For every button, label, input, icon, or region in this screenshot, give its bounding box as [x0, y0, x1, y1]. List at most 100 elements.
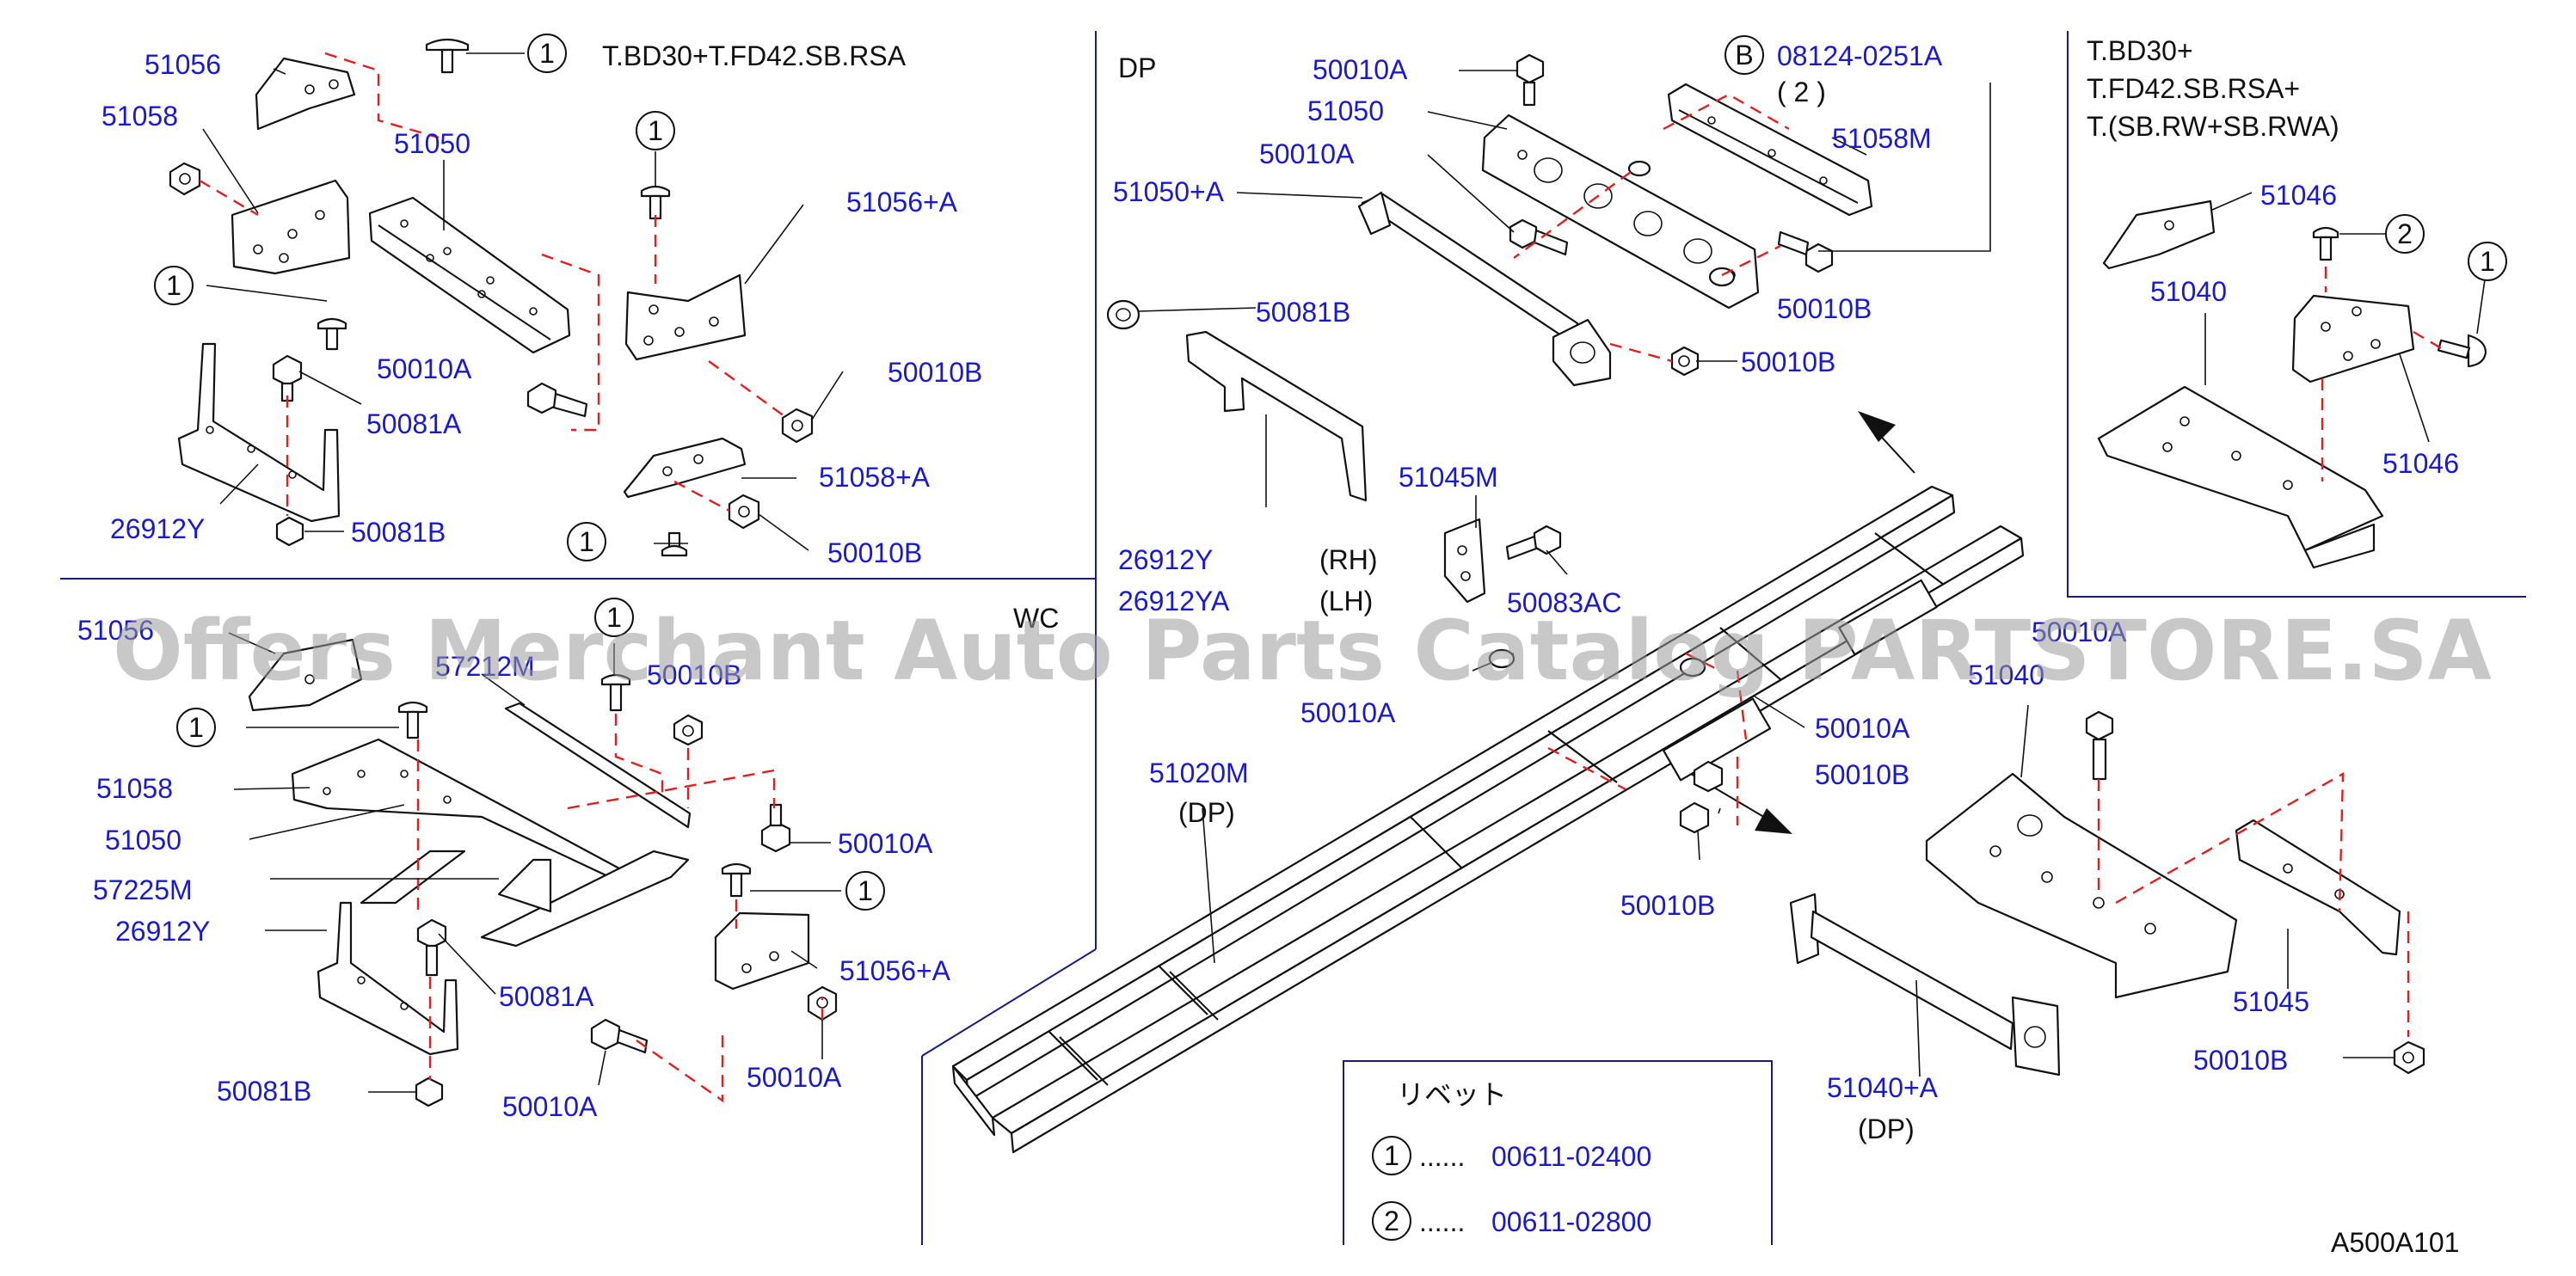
callout-qty-2: ( 2 ): [1777, 77, 1826, 107]
circle-ref-1-tl-a: 1: [527, 34, 567, 73]
callout-50010a-br: 50010A: [2032, 617, 2127, 647]
callout-50010b-c-3: 50010B: [1815, 759, 1909, 790]
svg-text:......: ......: [1419, 1141, 1465, 1172]
callout-51050a: 51050+A: [1113, 176, 1225, 207]
section-dividers: [60, 31, 2526, 1245]
callout-51058a-tl: 51058+A: [819, 462, 931, 493]
circle-ref-2-r: 2: [2385, 214, 2425, 254]
callout-26912ya: 26912YA: [1118, 586, 1230, 617]
callout-rh: (RH): [1319, 544, 1378, 575]
section-title-right-1: T.BD30+: [2087, 35, 2193, 66]
circle-ref-1-tl-c: 1: [154, 266, 194, 305]
callout-50081b-c: 50081B: [1256, 297, 1350, 328]
svg-text:2: 2: [2397, 218, 2413, 249]
callout-51045m: 51045M: [1399, 462, 1498, 493]
callout-50081b-wc: 50081B: [217, 1076, 311, 1107]
callout-50010a-wc-b: 50010A: [502, 1091, 598, 1122]
frame-fasteners: [1488, 648, 1724, 834]
legend-part-2: 00611-02800: [1491, 1206, 1651, 1237]
callout-50081a-tl: 50081A: [366, 408, 462, 439]
callout-51020m: 51020M: [1149, 758, 1249, 788]
section-title-dp: DP: [1118, 52, 1156, 83]
rivet-legend: リベット 1 ...... 00611-02400 2 ...... 00611…: [1372, 1079, 1651, 1241]
svg-text:1: 1: [1384, 1140, 1399, 1171]
callout-51040-r: 51040: [2150, 276, 2227, 307]
callout-50010b-tl-2: 50010B: [827, 537, 922, 568]
circle-ref-b: B: [1725, 35, 1764, 75]
callout-50083ac: 50083AC: [1507, 587, 1621, 618]
callout-50010a-wc-r: 50010A: [838, 828, 933, 859]
svg-text:1: 1: [188, 712, 204, 743]
callout-50010a-c-2: 50010A: [1259, 138, 1355, 169]
right-assembly: [2097, 192, 2488, 569]
center-assembly: [951, 53, 2025, 1154]
callout-26912y-wc: 26912Y: [115, 916, 210, 947]
callout-51050-wc: 51050: [105, 825, 181, 856]
callout-57225m-wc: 57225M: [93, 874, 193, 905]
circle-ref-1-tl-b: 1: [636, 111, 675, 150]
callout-51040a-br: 51040+A: [1827, 1072, 1939, 1103]
callout-50010a-tl: 50010A: [377, 353, 472, 384]
callout-51045-br: 51045: [2233, 986, 2309, 1017]
svg-text:B: B: [1735, 40, 1753, 71]
callout-51056-tl: 51056: [144, 49, 221, 80]
callout-lh: (LH): [1319, 586, 1373, 617]
svg-text:1: 1: [648, 115, 663, 146]
callout-dp-br: (DP): [1858, 1113, 1915, 1144]
svg-text:......: ......: [1419, 1206, 1465, 1237]
callout-08124-0251a: 08124-0251A: [1777, 40, 1943, 71]
callout-51046-r-1: 51046: [2260, 180, 2337, 211]
circle-ref-1-wc-c: 1: [845, 871, 885, 911]
callout-50010b-c-2: 50010B: [1741, 347, 1835, 377]
legend-title: リベット: [1397, 1079, 1507, 1110]
callout-51050-c: 51050: [1307, 95, 1384, 126]
svg-text:1: 1: [2480, 246, 2495, 277]
circle-ref-1-tl-d: 1: [567, 522, 606, 561]
callout-57212-wc: 57212M: [435, 651, 535, 682]
callout-50010b-c-1: 50010B: [1777, 293, 1872, 324]
legend-part-1: 00611-02400: [1491, 1141, 1651, 1172]
circle-ref-1-wc-a: 1: [594, 598, 634, 637]
diagram-code: A500A101: [2331, 1227, 2459, 1258]
bottom-right-assembly: [1789, 704, 2425, 1077]
callout-51058-tl: 51058: [101, 101, 178, 132]
wc-assembly: [228, 632, 841, 1107]
callout-50010b-br: 50010B: [2193, 1045, 2288, 1076]
watermark-text: Offers Merchant Auto Parts Catalog PARTS…: [113, 603, 2492, 699]
callout-dp-1: (DP): [1178, 797, 1235, 828]
section-title-right-3: T.(SB.RW+SB.RWA): [2087, 111, 2339, 142]
callout-26912y-tl: 26912Y: [110, 513, 205, 544]
legend-item-1: 1 ...... 00611-02400: [1372, 1136, 1651, 1175]
callout-50010a-c-3: 50010A: [1300, 697, 1396, 728]
callout-50010b-wc-top: 50010B: [647, 659, 741, 690]
svg-text:1: 1: [579, 526, 594, 557]
callout-26912y-c: 26912Y: [1118, 544, 1213, 575]
callout-51058-wc: 51058: [96, 773, 173, 804]
circle-ref-1-r: 1: [2468, 242, 2507, 281]
callout-50010a-wc-b2: 50010A: [747, 1062, 842, 1093]
callout-50010b-tl-1: 50010B: [888, 357, 982, 388]
callout-50010a-c-top: 50010A: [1313, 54, 1408, 85]
callout-51058m: 51058M: [1832, 123, 1932, 154]
callout-51056a-wc: 51056+A: [839, 955, 951, 986]
circle-ref-1-wc-b: 1: [176, 708, 216, 747]
callout-51056a-tl: 51056+A: [846, 187, 958, 218]
callout-51050-tl: 51050: [394, 128, 470, 159]
top-left-assembly: [169, 38, 844, 557]
callout-50010b-c-4: 50010B: [1620, 890, 1715, 921]
legend-item-2: 2 ...... 00611-02800: [1372, 1201, 1651, 1241]
svg-text:1: 1: [539, 38, 555, 69]
svg-text:1: 1: [166, 270, 181, 301]
section-title-right-2: T.FD42.SB.RSA+: [2087, 73, 2300, 104]
section-title-top-left: T.BD30+T.FD42.SB.RSA: [602, 40, 907, 71]
svg-text:1: 1: [606, 602, 622, 633]
svg-text:2: 2: [1384, 1205, 1399, 1236]
callout-50010a-c-4: 50010A: [1815, 713, 1910, 744]
section-title-wc: WC: [1013, 603, 1059, 634]
callout-50081b-tl: 50081B: [351, 517, 446, 548]
callout-51056-wc: 51056: [77, 615, 154, 646]
callout-51040-br: 51040: [1968, 659, 2044, 690]
svg-text:1: 1: [858, 875, 873, 906]
callout-50081a-wc: 50081A: [499, 981, 594, 1012]
